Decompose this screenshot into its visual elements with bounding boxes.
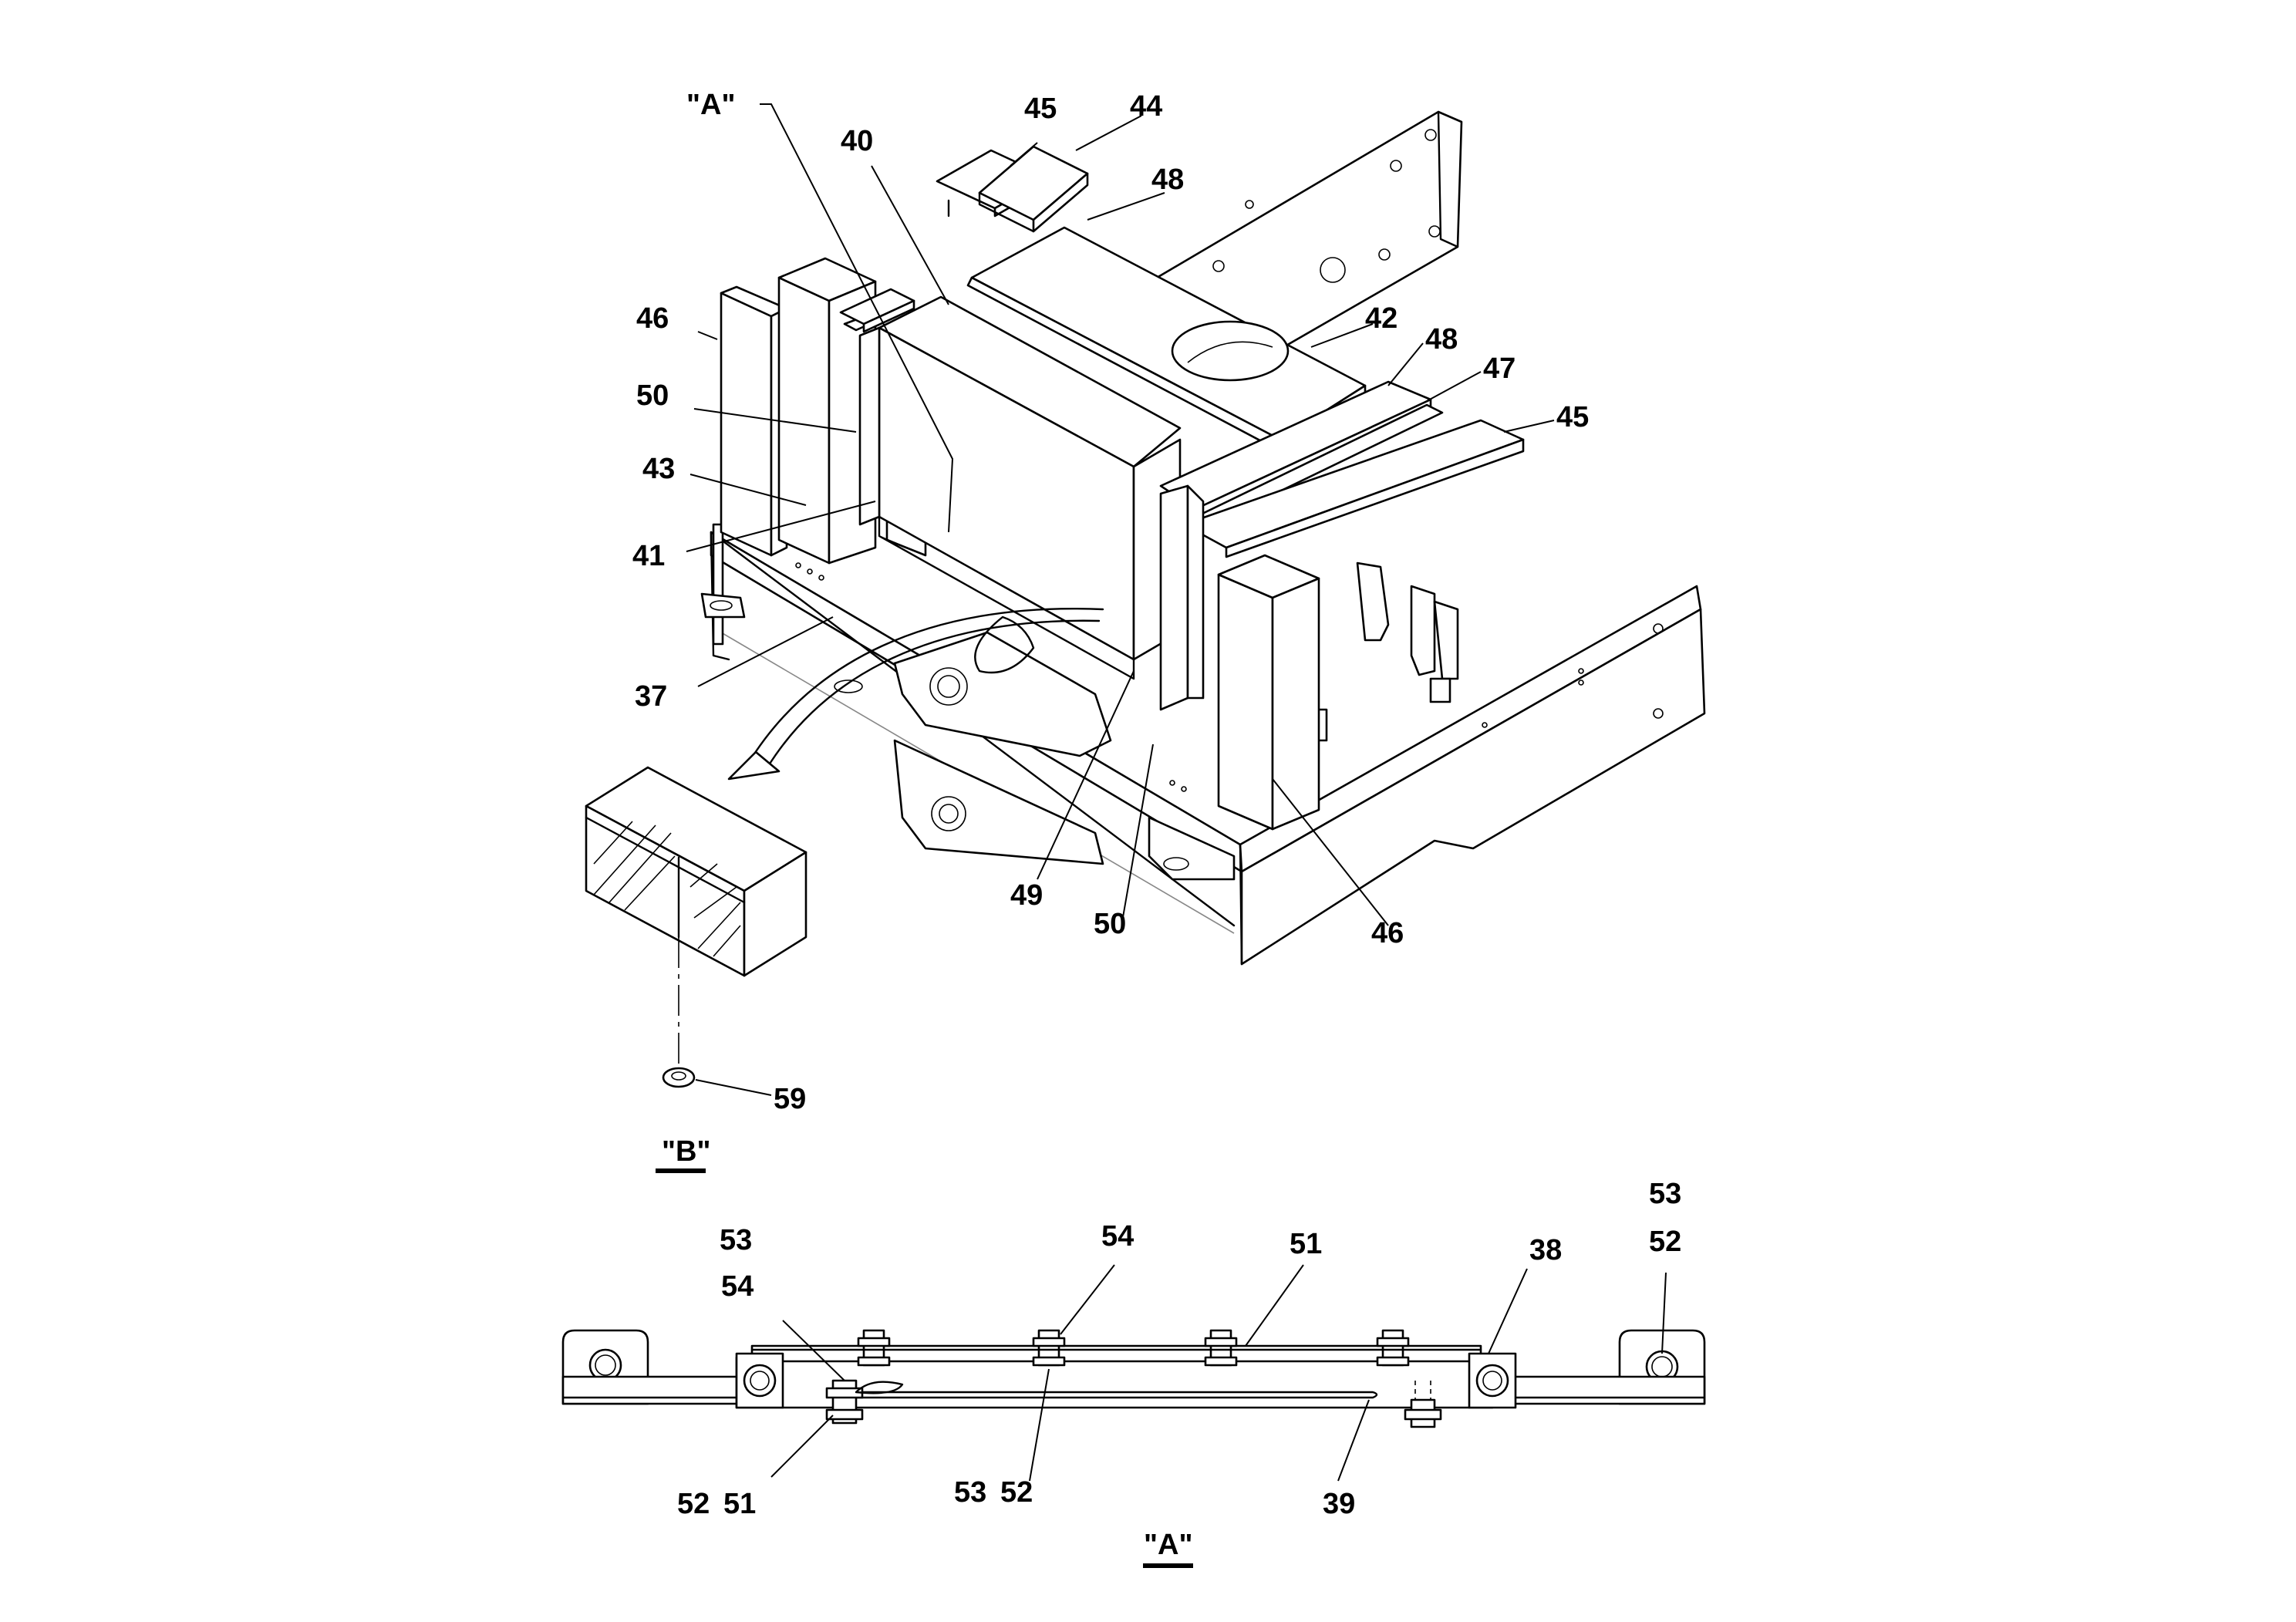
callout-53-right: 53 (1649, 1178, 1681, 1210)
top-shims (936, 145, 1089, 233)
callout-46-left: 46 (636, 302, 669, 335)
callout-59: 59 (774, 1083, 806, 1115)
callout-44: 44 (1130, 90, 1162, 123)
detail-b-section: 59 "B" (585, 766, 807, 1173)
callout-37: 37 (635, 680, 667, 713)
callout-52-bottom: 52 (1000, 1476, 1033, 1509)
callout-43: 43 (642, 453, 675, 485)
hatch-lines (593, 821, 741, 957)
callout-a-ref: "A" (686, 89, 735, 121)
callout-40: 40 (841, 125, 873, 157)
bolt-stacks (825, 1329, 1442, 1428)
callout-45-right: 45 (1556, 401, 1589, 433)
right-end-plate (1217, 554, 1320, 831)
callout-53-bottom: 53 (954, 1476, 986, 1509)
callout-48-right: 48 (1425, 323, 1458, 356)
detail-b-caption: "B" (662, 1135, 710, 1168)
callout-54-center: 54 (1101, 1220, 1134, 1253)
callout-51-top: 51 (1290, 1228, 1322, 1260)
left-hook-bracket (700, 523, 863, 693)
callout-46-bottom: 46 (1371, 917, 1404, 949)
callout-54-left: 54 (721, 1270, 754, 1303)
callout-49: 49 (1010, 879, 1043, 912)
detail-a-leaders (770, 1264, 1667, 1482)
callout-50-left: 50 (636, 379, 669, 412)
right-foot-bracket (1148, 816, 1236, 881)
callout-50-bottom: 50 (1094, 908, 1126, 940)
callout-38: 38 (1529, 1234, 1562, 1266)
detail-b-arrow (727, 608, 1104, 781)
callout-48-top: 48 (1151, 164, 1184, 196)
callout-41: 41 (632, 540, 665, 572)
main-chassis-rail (710, 531, 1706, 966)
callout-47: 47 (1483, 352, 1515, 385)
callout-53-left: 53 (720, 1224, 752, 1256)
callout-42: 42 (1365, 302, 1397, 335)
upper-isometric-view: "A" 45 44 40 48 46 42 48 47 45 50 43 41 … (632, 89, 1706, 966)
left-rear-plates (720, 257, 927, 565)
center-bracket-plate (893, 615, 1112, 865)
callout-52-bottom-left: 52 (677, 1488, 710, 1520)
detail-a-caption: "A" (1144, 1529, 1192, 1561)
callout-39: 39 (1323, 1488, 1355, 1520)
counterweight-block (839, 226, 1525, 711)
detail-a-section: 53 54 54 51 38 53 52 52 51 53 52 39 "A" (561, 1178, 1706, 1568)
callout-45-top: 45 (1024, 93, 1057, 125)
callout-51-bottom-left: 51 (723, 1488, 756, 1520)
upper-leader-lines (686, 103, 1555, 926)
callout-52-right: 52 (1649, 1226, 1681, 1258)
